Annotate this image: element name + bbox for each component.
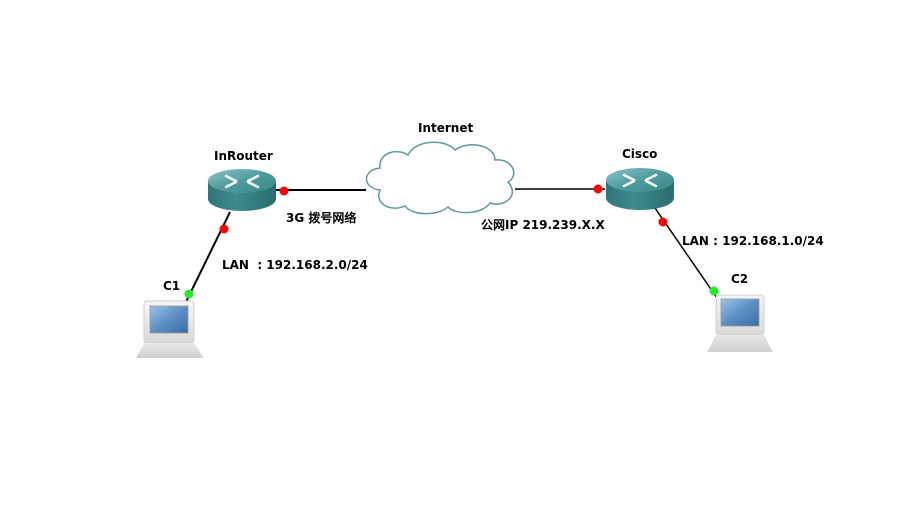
router-cisco[interactable]	[606, 168, 674, 210]
pc-c2[interactable]	[707, 294, 773, 352]
node-label-c2: C2	[731, 272, 749, 286]
port-status-down-icon	[658, 217, 668, 227]
port-status-down-icon	[279, 186, 289, 196]
link-label-3g: 3G 拨号网络	[286, 211, 357, 225]
node-label-cisco: Cisco	[622, 147, 658, 161]
port-status-up-icon	[184, 289, 194, 299]
node-label-internet: Internet	[418, 121, 474, 135]
cloud-icon	[365, 141, 515, 215]
internet-cloud[interactable]	[365, 141, 515, 215]
port-status-down-icon	[593, 184, 603, 194]
port-status-up-icon	[709, 286, 719, 296]
node-label-c1: C1	[163, 279, 181, 293]
link-label-lan-c1: LAN : 192.168.2.0/24	[222, 258, 368, 272]
port-status-down-icon	[219, 224, 229, 234]
screen	[720, 298, 760, 327]
router-arrows-icon	[224, 174, 260, 189]
pc-c1[interactable]	[136, 300, 204, 358]
router-arrows-icon	[622, 173, 658, 188]
link-label-public-ip: 公网IP 219.239.X.X	[481, 218, 605, 232]
router-inrouter[interactable]	[208, 169, 276, 211]
link-label-lan-c2: LAN : 192.168.1.0/24	[682, 234, 824, 248]
screen	[149, 305, 189, 334]
node-label-inrouter: InRouter	[214, 149, 273, 163]
ports	[184, 184, 719, 299]
